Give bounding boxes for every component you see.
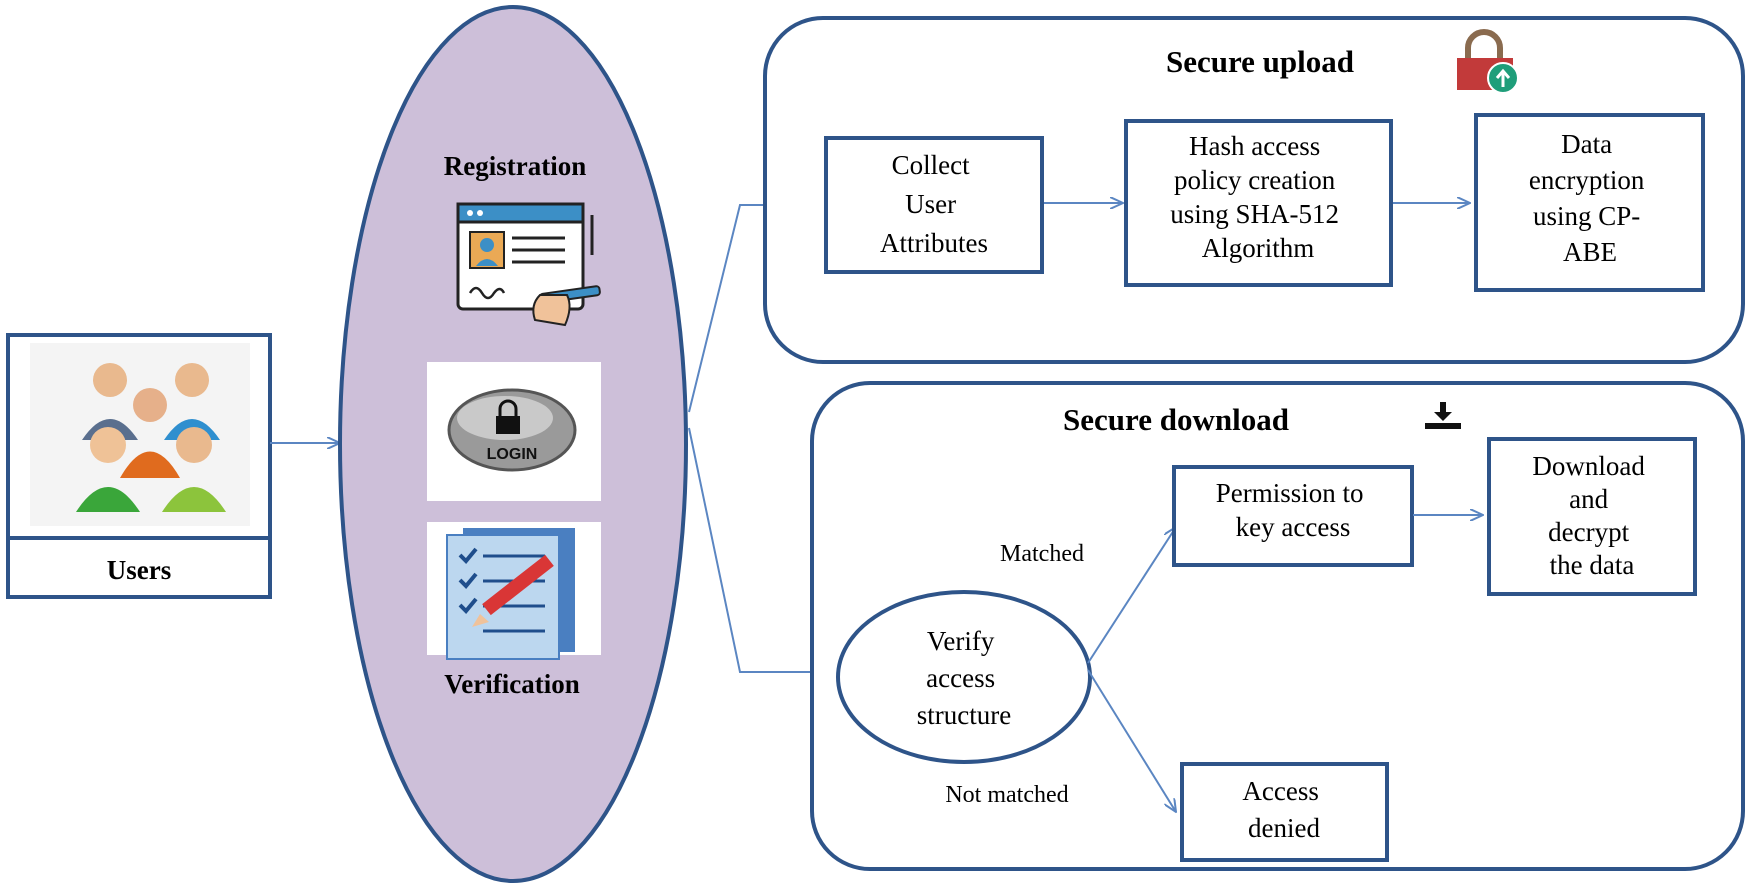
access-denied-box: Access denied [1180,762,1389,862]
svg-text:Hash access policy cre: Hash access policy creation using SHA-51… [1170,131,1346,263]
arrow-verify-to-permission [1087,527,1176,664]
download-title: Secure download [1063,402,1289,437]
svg-text:Access denied: Access denied [1242,776,1325,843]
hash-line-3: using SHA-512 [1170,199,1339,229]
permission-line-1: Permission to [1216,478,1364,508]
download-decrypt-box: Download and decrypt the data [1487,437,1697,596]
verify-access-node: Verify access structure [836,590,1092,764]
lock-upload-icon [1457,29,1519,94]
verify-line-2: access [926,663,995,693]
download-line-4: the data [1550,550,1635,580]
svg-text:Verify access: Verify access structure [917,626,1011,730]
encrypt-line-1: Data [1561,129,1612,159]
svg-text:Collect User A: Collect User Attributes [880,150,988,258]
encrypt-line-3: using CP- [1533,201,1640,231]
hash-line-4: Algorithm [1202,233,1315,263]
not-matched-label: Not matched [945,782,1068,808]
login-lock-icon: LOGIN [427,362,601,501]
matched-label: Matched [1000,541,1084,567]
users-label: Users [107,555,171,585]
collect-line-1: Collect [892,150,970,180]
login-badge-text: LOGIN [487,446,538,463]
hash-policy-box: Hash access policy creation using SHA-51… [1124,119,1393,287]
encrypt-line-2: encryption [1529,165,1645,195]
svg-text:Download and d: Download and decrypt the data [1532,451,1651,580]
verification-label: Verification [444,669,579,699]
denied-line-2: denied [1248,813,1320,843]
collect-line-2: User [905,189,956,219]
encrypt-line-4: ABE [1563,237,1617,267]
hash-line-1: Hash access [1189,131,1320,161]
data-encryption-box: Data encryption using CP- ABE [1474,113,1705,292]
denied-line-1: Access [1242,776,1318,806]
download-line-3: decrypt [1548,517,1629,547]
svg-text:Data encryption: Data encryption using CP- ABE [1529,129,1651,267]
download-icon [1425,402,1461,429]
users-group-icon [76,363,226,512]
auth-ellipse: Registration LOGIN [338,5,688,883]
secure-upload-panel: Secure upload Collect User Attributes Ha… [763,16,1745,364]
arrow-verify-to-denied [1087,669,1176,812]
secure-download-panel: Secure download Verify access structure … [810,381,1745,871]
users-node: Users [6,333,272,599]
verify-line-3: structure [917,700,1011,730]
verify-line-1: Verify [927,626,995,656]
svg-text:Permission to key acce: Permission to key access [1216,478,1371,542]
checklist-icon [427,522,601,660]
arrow-auth-to-download [688,427,832,672]
registration-label: Registration [444,151,586,181]
download-line-1: Download [1532,451,1645,481]
registration-form-icon [456,202,601,327]
upload-title: Secure upload [1166,44,1354,79]
permission-box: Permission to key access [1172,465,1414,567]
hash-line-2: policy creation [1174,165,1336,195]
download-line-2: and [1569,484,1608,514]
collect-attributes-box: Collect User Attributes [824,136,1044,274]
permission-line-2: key access [1236,512,1351,542]
collect-line-3: Attributes [880,228,988,258]
